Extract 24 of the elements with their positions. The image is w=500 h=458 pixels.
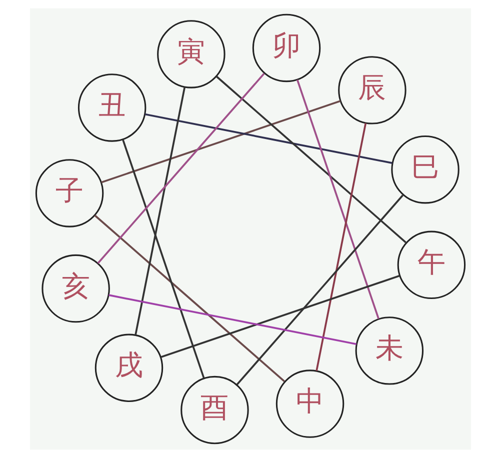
connector <box>144 113 392 164</box>
node-circle: 卯 <box>252 14 320 82</box>
node-circle: 辰 <box>338 56 406 124</box>
connector <box>236 194 403 386</box>
node-circle: 午 <box>396 230 466 300</box>
connector <box>296 80 379 320</box>
connector <box>94 214 284 382</box>
node-circle: 戌 <box>94 334 163 402</box>
connector <box>215 76 406 244</box>
node-circle: 中 <box>275 370 344 438</box>
connector <box>315 123 366 371</box>
connector <box>122 139 204 379</box>
node-circle: 丑 <box>77 74 146 142</box>
connector <box>108 294 356 346</box>
node-circle: 巳 <box>390 136 459 204</box>
node-circle: 未 <box>354 316 424 385</box>
connector <box>96 73 264 264</box>
node-circle: 子 <box>34 159 104 228</box>
connector <box>134 87 186 336</box>
node-circle: 酉 <box>180 376 248 444</box>
node-circle: 亥 <box>41 254 110 323</box>
connector <box>160 274 400 358</box>
node-circle: 寅 <box>156 20 225 88</box>
connector <box>100 100 340 184</box>
